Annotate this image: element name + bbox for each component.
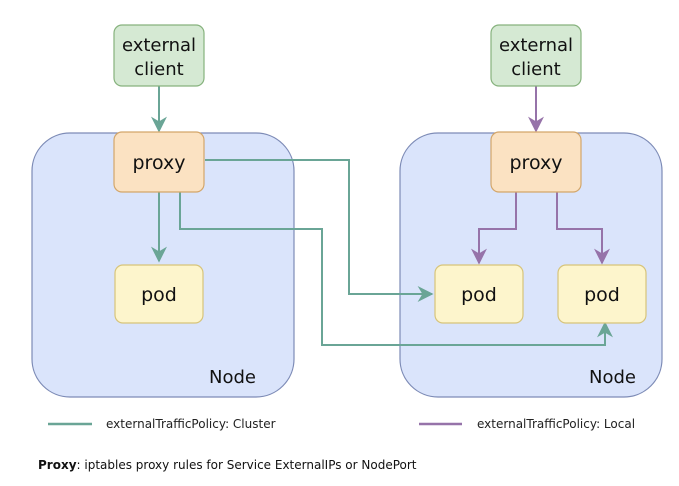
client-label-line2: client bbox=[134, 59, 183, 80]
client-label-line1: external bbox=[499, 35, 573, 56]
right-pod-a: pod bbox=[434, 264, 524, 324]
left-node-label: Node bbox=[209, 367, 256, 388]
client-label-line1: external bbox=[122, 35, 196, 56]
right-node-label: Node bbox=[589, 367, 636, 388]
left-proxy: proxy bbox=[113, 131, 205, 193]
caption-text: : iptables proxy rules for Service Exter… bbox=[76, 458, 417, 472]
right-pod-b: pod bbox=[557, 264, 647, 324]
pod-label: pod bbox=[461, 284, 497, 306]
legend-local-label: externalTrafficPolicy: Local bbox=[477, 417, 635, 431]
legend-cluster: externalTrafficPolicy: Cluster bbox=[48, 417, 276, 431]
legend-cluster-label: externalTrafficPolicy: Cluster bbox=[106, 417, 276, 431]
local-policy-lines bbox=[471, 86, 610, 265]
right-external-client: external client bbox=[490, 24, 582, 87]
proxy-to-pod-a-right bbox=[471, 192, 517, 265]
left-pod: pod bbox=[114, 264, 204, 324]
client-label-line2: client bbox=[511, 59, 560, 80]
cluster-policy-lines bbox=[151, 86, 613, 346]
right-proxy: proxy bbox=[490, 131, 582, 193]
left-external-client: external client bbox=[113, 24, 205, 87]
caption: Proxy: iptables proxy rules for Service … bbox=[38, 458, 417, 472]
proxy-label: proxy bbox=[510, 152, 563, 174]
pod-label: pod bbox=[584, 284, 620, 306]
caption-term: Proxy bbox=[38, 458, 77, 472]
legend-local: externalTrafficPolicy: Local bbox=[419, 417, 635, 431]
pod-label: pod bbox=[141, 284, 177, 306]
proxy-to-remote-pod-a bbox=[205, 159, 434, 302]
proxy-label: proxy bbox=[133, 152, 186, 174]
proxy-to-pod-b-right bbox=[556, 192, 610, 265]
proxy-to-remote-pod-b bbox=[179, 192, 613, 346]
